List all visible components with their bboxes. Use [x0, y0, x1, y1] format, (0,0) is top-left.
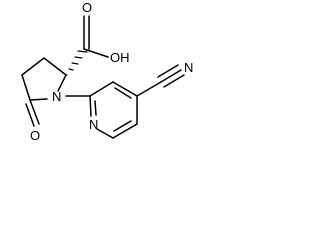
bond-cn-triple-1	[160, 69, 182, 83]
bond-py-c5-c6-inner	[113, 120, 132, 132]
bond-c4-cn	[136, 81, 162, 97]
bond-n1-c2	[57, 74, 67, 92]
bond-py-c3-c4-inner	[114, 87, 132, 99]
bond-c2-c3	[43, 57, 67, 76]
bond-py-c5-c6	[112, 123, 138, 139]
bond-c5-o-b	[25, 103, 35, 127]
atom-label-lactam-o: O	[30, 128, 40, 143]
bond-cn-triple-3	[163, 74, 185, 88]
bond-cooh-c-oh	[83, 48, 109, 58]
atom-label-oh: OH	[110, 50, 130, 65]
atom-label-nitrile-n: N	[184, 60, 193, 75]
atom-label-carboxyl-o: O	[82, 0, 92, 15]
bond-py-n-c2-inner	[94, 100, 97, 116]
bond-py-c6-n	[96, 128, 114, 139]
bond-cn-triple-2	[157, 64, 179, 78]
atom-label-ring-n: N	[52, 89, 61, 104]
bond-py-c3-c4	[112, 81, 138, 97]
atom-label-pyridine-n: N	[89, 117, 98, 132]
stereo-hash-bond	[65, 50, 88, 76]
molecule-structure: OH O O N N N	[21, 0, 193, 143]
bond-c5-n1	[29, 98, 48, 101]
structure-canvas: OH O O N N N	[21, 0, 193, 143]
bond-c3-c4	[21, 57, 45, 76]
bond-c4-c5	[21, 74, 31, 101]
bond-py-n-c2	[89, 95, 92, 117]
bond-c5-o-a	[29, 99, 40, 125]
bond-py-c2-c3	[89, 81, 114, 97]
